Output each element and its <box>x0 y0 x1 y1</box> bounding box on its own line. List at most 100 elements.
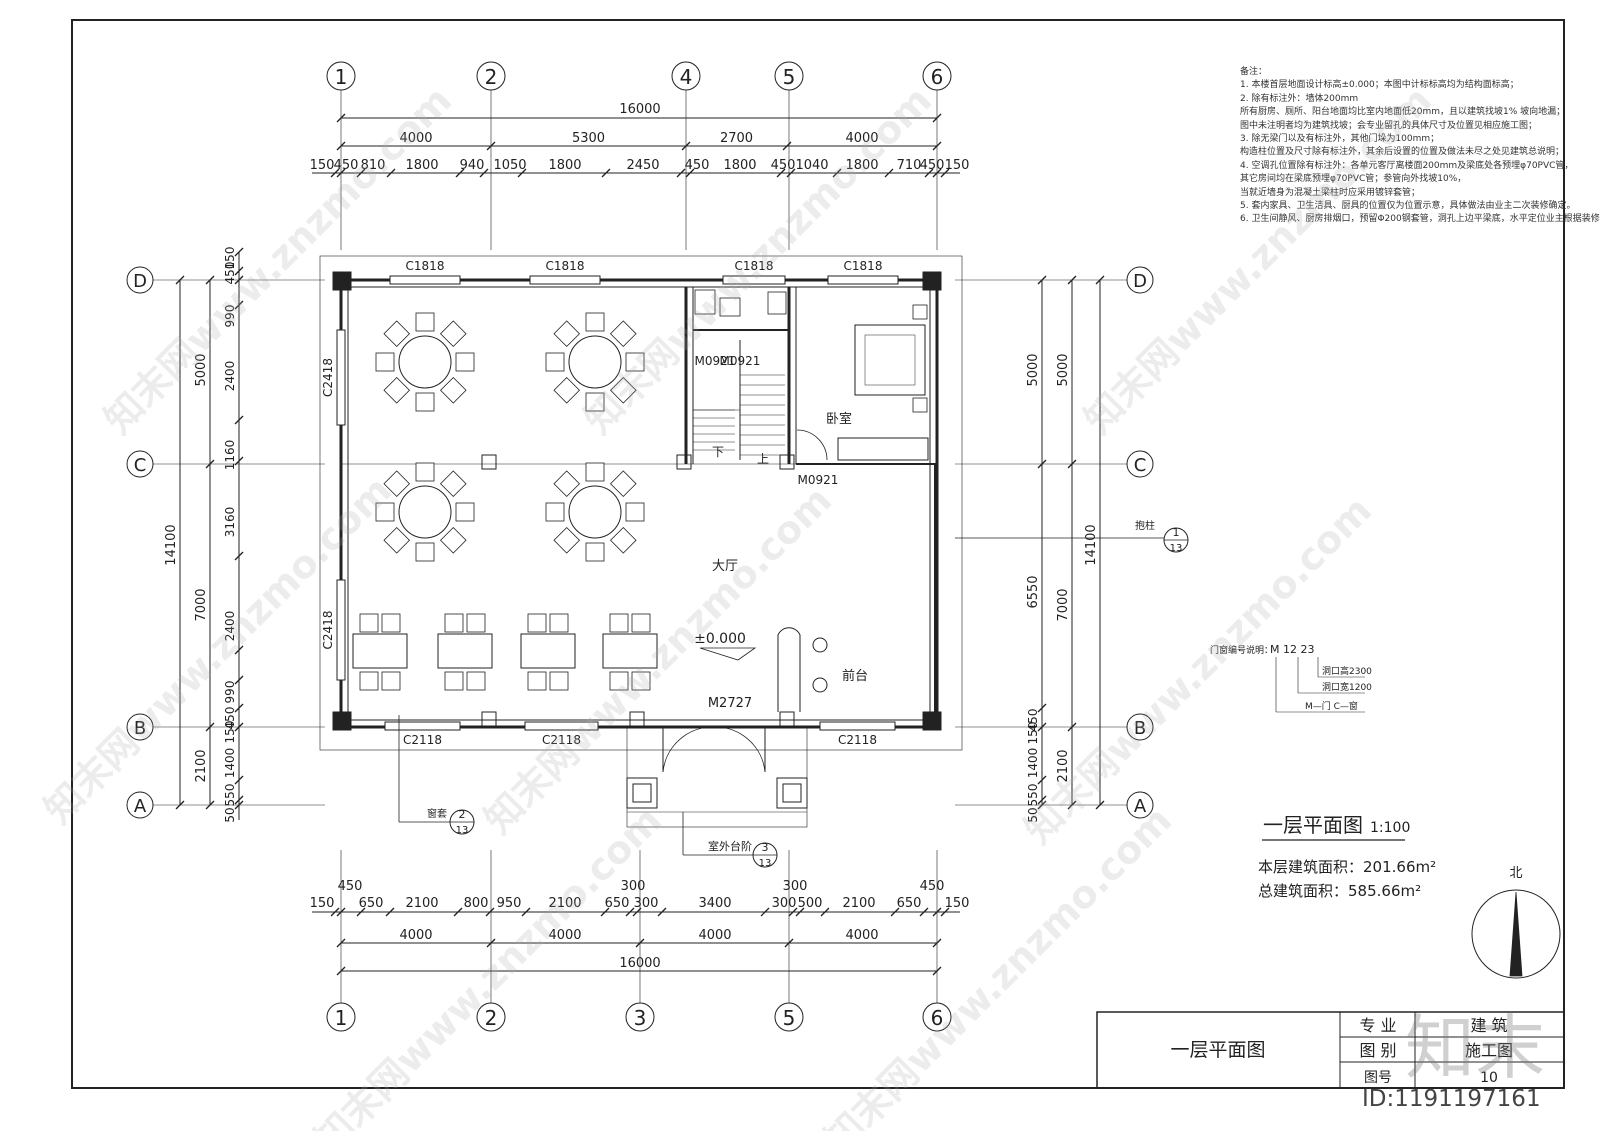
window-label: C2118 <box>542 733 581 747</box>
dimension-text: 2100 <box>548 896 581 911</box>
dimension-text: 7000 <box>194 588 209 621</box>
window-label: C2418 <box>321 358 335 397</box>
room-label: 卧室 <box>826 411 852 427</box>
dimension-tick <box>453 907 463 917</box>
axis-label: C <box>1134 455 1147 476</box>
dimension-text: 2100 <box>842 896 875 911</box>
dimension-tick <box>517 168 527 178</box>
round-table <box>568 335 622 389</box>
area-text: 总建筑面积：585.66m² <box>1258 882 1421 900</box>
chair <box>631 671 651 691</box>
legend-title: 门窗编号说明： <box>1210 644 1273 656</box>
dimension-tick <box>782 141 792 151</box>
window-label: C2418 <box>321 611 335 650</box>
dimension-tick <box>485 907 495 917</box>
detail-ref: 2 <box>459 808 466 821</box>
square-table <box>352 633 408 669</box>
dimension-text: 1400 <box>1026 748 1040 779</box>
window-top <box>722 275 786 285</box>
dimension-tick <box>1095 275 1105 285</box>
drawing-name: 一层平面图 <box>1170 1039 1265 1061</box>
dimension-text: 150 <box>945 896 970 911</box>
dimension-text: 450 <box>223 262 237 285</box>
dimension-text: 650 <box>359 896 384 911</box>
chair <box>553 320 581 348</box>
column <box>922 711 942 731</box>
dimension-tick <box>1067 275 1077 285</box>
nightstand <box>912 304 928 320</box>
interior-wall-line <box>347 286 931 721</box>
dimension-text: 1160 <box>223 440 237 471</box>
dimension-text: 1040 <box>795 158 828 173</box>
dimension-text: 450 <box>223 707 237 730</box>
note-line: 5. 套内家具、卫生洁具、厨具的位置仅为位置示意，具体做法由业主二次装修确定。 <box>1240 201 1576 212</box>
chair <box>415 392 435 412</box>
dimension-tick <box>788 907 798 917</box>
stool <box>812 677 828 693</box>
chair <box>439 526 467 554</box>
dimension-tick <box>205 722 215 732</box>
chair <box>383 470 411 498</box>
dimension-tick <box>336 966 346 976</box>
pillar <box>779 711 795 727</box>
chair <box>466 613 486 633</box>
axis-label: B <box>134 718 146 739</box>
dimension-tick <box>234 551 244 561</box>
dimension-tick <box>1037 275 1047 285</box>
dimension-tick <box>234 415 244 425</box>
dimension-tick <box>685 168 695 178</box>
dimension-tick <box>234 300 244 310</box>
dimension-text: 450 <box>685 158 710 173</box>
dimension-tick <box>625 907 635 917</box>
chair <box>585 542 605 562</box>
dimension-text: 3400 <box>698 896 731 911</box>
axis-label: 3 <box>634 1006 647 1030</box>
dimension-tick <box>386 168 396 178</box>
window-top <box>529 275 601 285</box>
dimension-tick <box>234 247 244 257</box>
sheet-frame <box>71 19 1565 1089</box>
note-line: 构造柱位置及尺寸除有标注外，其余后设置的位置及做法未尽之处见建筑总说明； <box>1240 147 1565 158</box>
chair <box>553 376 581 404</box>
dimension-tick <box>795 907 805 917</box>
entrance-pillar <box>782 783 802 803</box>
title-block <box>1096 1011 1565 1089</box>
dimension-tick <box>205 275 215 285</box>
chair <box>609 613 629 633</box>
window-bottom <box>384 721 461 731</box>
dimension-text: 4000 <box>399 131 432 146</box>
reception-counter <box>777 627 801 712</box>
detail-ref: 13 <box>1170 543 1183 554</box>
axis-label: 6 <box>931 65 944 89</box>
window-bottom <box>819 721 896 731</box>
chair <box>439 470 467 498</box>
dimension-text: 5300 <box>572 131 605 146</box>
pillar <box>481 711 497 727</box>
dimension-text: 300 <box>772 896 797 911</box>
dimension-text: 2100 <box>194 749 209 782</box>
note-line: 2. 除有标注外：墙体200mm <box>1240 93 1359 104</box>
note-line: 6. 卫生间静风、厨房排烟口，预留Φ200钢套管，洞孔上边平梁底，水平定位业主根… <box>1240 214 1600 225</box>
chair <box>585 392 605 412</box>
dimension-tick <box>234 675 244 685</box>
chair <box>466 671 486 691</box>
chair <box>631 613 651 633</box>
dimension-text: 7000 <box>1056 588 1071 621</box>
axis-label: 6 <box>931 1006 944 1030</box>
dimension-text: 150 <box>223 721 237 744</box>
dimension-tick <box>786 168 796 178</box>
dimension-tick <box>486 938 496 948</box>
dimension-text: 1800 <box>845 158 878 173</box>
chair <box>383 526 411 554</box>
id-tag: ID:1191197161 <box>1362 1086 1541 1112</box>
note-line: 所有厨房、厕所、阳台地面均比室内地面低20mm，且以建筑找坡1% 坡向地漏； <box>1240 107 1566 118</box>
stair-label: 下 <box>712 445 724 459</box>
chair <box>415 312 435 332</box>
dimension-text: 2100 <box>405 896 438 911</box>
dimension-tick <box>521 907 531 917</box>
square-table <box>437 633 493 669</box>
square-table <box>602 633 658 669</box>
note-line: 1. 本楼首层地面设计标高±0.000；本图中计标标高均为结构面标高； <box>1240 80 1519 91</box>
dimension-tick <box>932 141 942 151</box>
